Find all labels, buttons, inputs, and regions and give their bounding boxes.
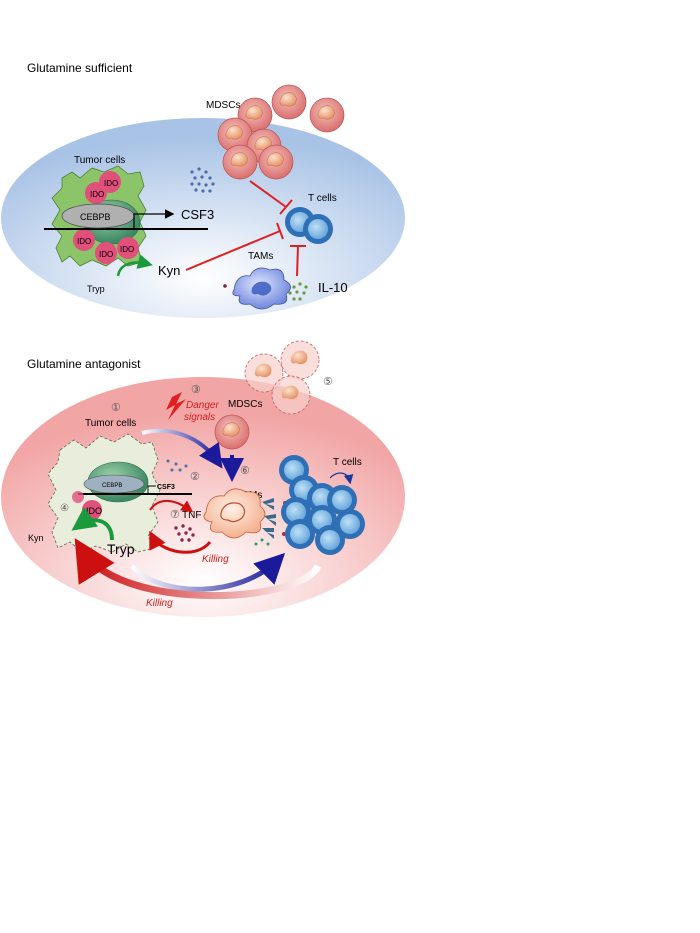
- tumor-cell-bottom: ① Tumor cells CEBPB CSF3 IDO ④ Kyn Tryp: [28, 402, 192, 557]
- svg-text:IDO: IDO: [77, 237, 91, 246]
- kyn-label-bottom: Kyn: [28, 533, 44, 543]
- csf3-transcription-arrow-top: [133, 209, 175, 229]
- background-ellipse-top: [1, 118, 405, 318]
- t-cells-label-bottom: T cells: [333, 457, 362, 468]
- tcell-killing-tumor-arrow: [74, 538, 322, 599]
- step-3-marker: ③: [191, 384, 201, 396]
- tnf-dots: [174, 524, 195, 542]
- cebpb-factor-bottom: [83, 474, 145, 494]
- tam-top: TAMs IL-10: [223, 251, 348, 310]
- tumor-cells-label-bottom: Tumor cells: [85, 418, 136, 429]
- tam-secretion-dots: [254, 538, 270, 546]
- tam-particle: [223, 284, 227, 288]
- mdsc-cell: [309, 97, 345, 133]
- t-cell: [285, 519, 315, 549]
- kyn-inhibits-tcell-line: [185, 230, 281, 271]
- cebpb-label-top: CEBPB: [80, 212, 111, 222]
- t-cells-bottom: T cells: [279, 455, 365, 555]
- panel-title-bottom: Glutamine antagonist: [27, 357, 141, 371]
- mdsc-cell: [258, 144, 294, 180]
- tryp-to-kyn-arrow-bottom: [71, 506, 114, 541]
- mdscs-label-top: MDSCs: [206, 100, 240, 111]
- t-cell: [335, 509, 365, 539]
- mdsc-cell: [214, 414, 250, 450]
- svg-text:IDO: IDO: [104, 179, 118, 188]
- svg-text:IDO: IDO: [86, 506, 102, 516]
- tam-nucleus-bottom: [220, 502, 246, 523]
- ido-enzyme: IDO: [85, 182, 107, 204]
- il10-label: IL-10: [318, 280, 348, 295]
- tnf-label: TNF: [182, 510, 201, 521]
- dying-mdscs: ⑤: [244, 340, 333, 415]
- t-cell: [327, 485, 357, 515]
- csf3-transcription-arrow-bottom: [147, 485, 156, 494]
- tumor-to-tam-arrow: [141, 428, 223, 469]
- tryp-label-bottom: Tryp: [107, 541, 135, 557]
- step-1-marker: ①: [111, 402, 121, 414]
- il10-inhibits-tcell-line: [296, 245, 299, 277]
- lightning-bolt-icon: [166, 392, 186, 420]
- mdsc-bottom: MDSCs ⑥: [214, 399, 262, 482]
- danger-label-line2: signals: [184, 412, 215, 423]
- t-cells-label-top: T cells: [308, 193, 337, 204]
- kyn-label-top: Kyn: [158, 263, 180, 278]
- kyn-inhibit-bar: [276, 222, 284, 240]
- tcell-proliferation-arrow: [329, 472, 354, 485]
- panel-title-top: Glutamine sufficient: [27, 61, 133, 75]
- t-cells-top: T cells: [285, 193, 337, 244]
- csf3-label-bottom: CSF3: [157, 484, 175, 491]
- ido-enzyme: IDO: [95, 242, 117, 264]
- svg-text:IDO: IDO: [99, 250, 113, 259]
- mdsc-cell: [222, 144, 258, 180]
- tumor-cells-label-top: Tumor cells: [74, 155, 125, 166]
- step-5-marker: ⑤: [323, 376, 333, 388]
- csf3-protein-dots-top: [190, 167, 215, 193]
- tryp-label-top: Tryp: [87, 284, 105, 294]
- panel-glutamine-sufficient: Glutamine sufficient MDSCs Tumor cells: [1, 61, 405, 318]
- mdsc-inhibits-tcell-line: [249, 180, 287, 208]
- step-6-marker: ⑥: [240, 465, 250, 477]
- killing-label-1: Killing: [202, 554, 229, 565]
- danger-signals: ③ Danger signals: [166, 384, 219, 423]
- ido-enzyme: IDO: [73, 229, 95, 251]
- csf3-label-top: CSF3: [181, 207, 214, 222]
- ido-enzyme: IDO: [117, 237, 139, 259]
- tryp-to-tcell-arrow: [130, 552, 286, 592]
- mdsc-cluster-top: MDSCs: [206, 84, 345, 180]
- tam-feedback-arrow: [149, 500, 194, 513]
- step-2-marker: ②: [190, 471, 200, 483]
- tam-bottom: TAMs ⑦ TNF K: [149, 488, 288, 565]
- tryp-to-kyn-arrow-top: [116, 254, 153, 277]
- tams-label-top: TAMs: [248, 251, 273, 262]
- cebpb-label-bottom: CEBPB: [102, 483, 122, 489]
- svg-text:IDO: IDO: [90, 190, 104, 199]
- t-cell: [315, 525, 345, 555]
- danger-label-line1: Danger: [186, 400, 219, 411]
- tumor-cell-top: Tumor cells IDO IDO IDO IDO IDO CEBPB CS…: [44, 155, 214, 294]
- csf3-protein-dots-bottom: [166, 459, 188, 472]
- tam-killing-tumor-arrow: [149, 530, 212, 554]
- step-4-marker: ④: [60, 503, 69, 514]
- tam-nucleus: [251, 281, 272, 296]
- ido-enzyme: IDO: [82, 500, 102, 520]
- tam-body-bottom: [203, 488, 266, 539]
- mdsc-inhibit-bar: [279, 199, 293, 215]
- killing-label-2: Killing: [146, 598, 173, 609]
- inhibition-lines-top: [185, 180, 306, 277]
- mdscs-label-bottom: MDSCs: [228, 399, 262, 410]
- t-cell: [303, 214, 333, 244]
- svg-text:IDO: IDO: [120, 245, 134, 254]
- il10-dots: [288, 282, 308, 301]
- mdsc-cell-dying: [271, 375, 311, 415]
- mdsc-cell-dying: [280, 340, 320, 380]
- panel-glutamine-antagonist: Glutamine antagonist ⑤ ③ Danger signals …: [1, 340, 405, 617]
- step-7-marker: ⑦: [170, 509, 180, 521]
- tam-receptors: [262, 498, 276, 539]
- mdsc-cell-dying: [244, 353, 284, 393]
- mdsc-cell: [271, 84, 307, 120]
- ido-enzyme-small: [72, 491, 84, 503]
